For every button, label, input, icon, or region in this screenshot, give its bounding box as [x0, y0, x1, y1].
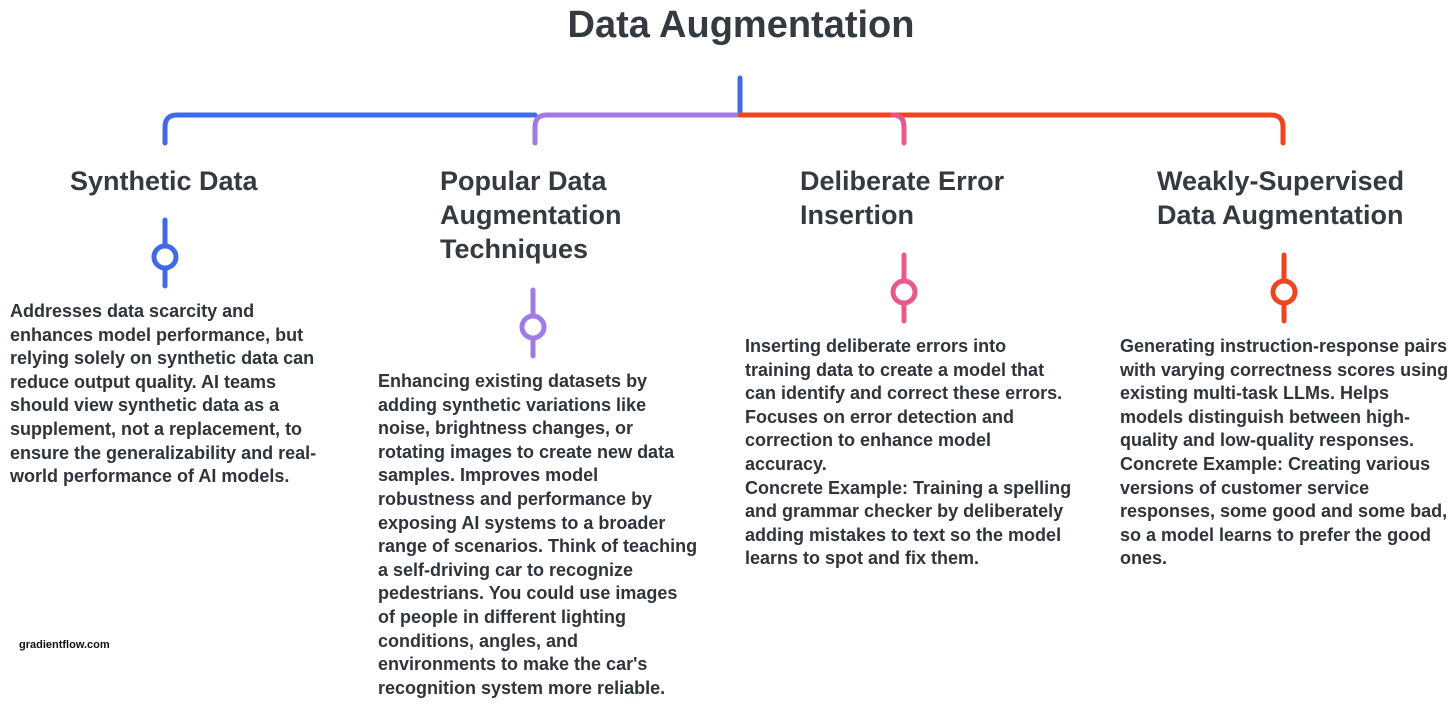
diagram-title: Data Augmentation [567, 4, 915, 46]
connector-deliberate [890, 112, 907, 146]
heading-popular-techniques: Popular Data Augmentation Techniques [440, 166, 622, 264]
paragraph: Addresses data scarcity and enhances mod… [10, 301, 317, 487]
connector-popular [532, 112, 743, 146]
text-synthetic-data: Addresses data scarcity and enhances mod… [10, 300, 335, 489]
example-paragraph: Concrete Example: Training a spelling an… [745, 477, 1072, 569]
heading-weakly-supervised: Weakly-Supervised Data Augmentation [1157, 166, 1405, 230]
paragraph: Enhancing existing datasets by adding sy… [378, 371, 698, 698]
text-deliberate-error: Inserting deliberate errors into trainin… [745, 335, 1075, 571]
paragraph: Inserting deliberate errors into trainin… [745, 336, 1063, 474]
brand-watermark: gradientflow.com [19, 639, 110, 651]
heading-synthetic-data: Synthetic Data [70, 166, 258, 196]
heading-deliberate-error: Deliberate Error Insertion [800, 166, 1005, 230]
connector-weakly [737, 112, 1286, 146]
text-popular-techniques: Enhancing existing datasets by adding sy… [378, 370, 698, 700]
text-weakly-supervised: Generating instruction-response pairs wi… [1120, 335, 1455, 571]
connector-synthetic [162, 112, 538, 146]
paragraph: Generating instruction-response pairs wi… [1120, 336, 1449, 451]
node-weakly [1270, 252, 1298, 324]
node-popular [519, 287, 547, 359]
node-synthetic [151, 217, 179, 289]
node-deliberate [890, 252, 918, 324]
example-paragraph: Concrete Example: Creating various versi… [1120, 453, 1448, 569]
